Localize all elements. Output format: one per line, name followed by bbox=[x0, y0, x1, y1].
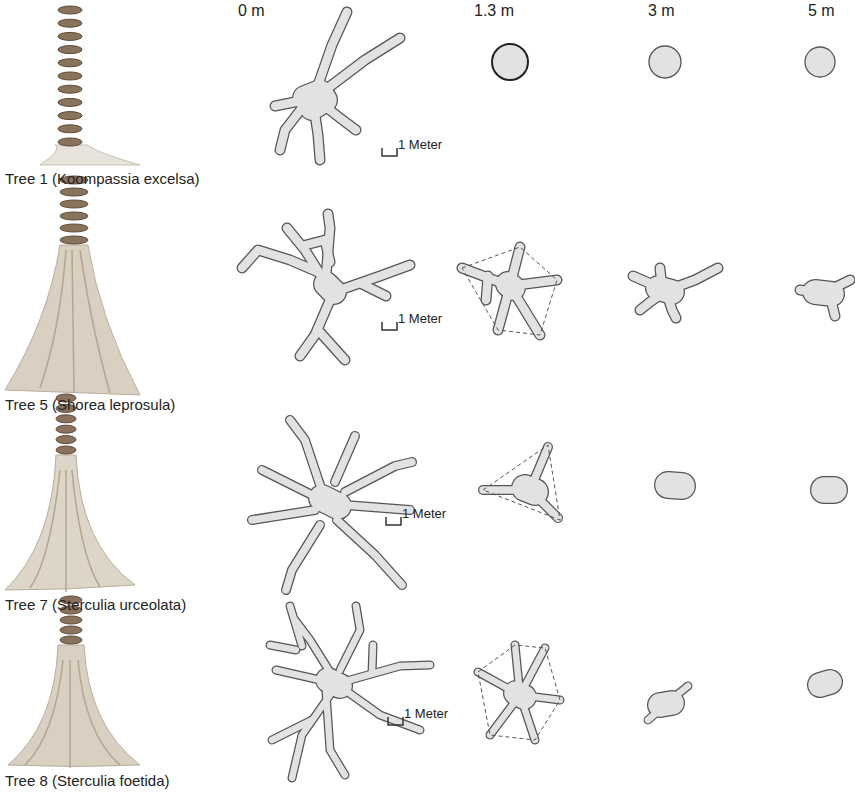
trunk-disc bbox=[60, 636, 82, 644]
tree-label: Tree 8 (Sterculia foetida) bbox=[5, 772, 170, 789]
trunk-disc bbox=[60, 224, 88, 232]
scale-bar bbox=[382, 148, 403, 725]
tree-illustration bbox=[5, 6, 140, 768]
cross-section bbox=[242, 12, 850, 778]
scale-label: 1 Meter bbox=[398, 312, 442, 327]
scale-label: 1 Meter bbox=[398, 138, 442, 153]
trunk-disc bbox=[58, 98, 82, 106]
hull-outline bbox=[462, 247, 560, 740]
tree-label: Tree 5 (Shorea leprosula) bbox=[5, 396, 175, 413]
trunk-disc bbox=[58, 59, 82, 67]
tree-label: Tree 1 (Koompassia excelsa) bbox=[5, 170, 200, 187]
height-label: 0 m bbox=[238, 2, 265, 20]
trunk-disc bbox=[58, 112, 82, 120]
height-label: 3 m bbox=[648, 2, 675, 20]
height-label: 1.3 m bbox=[474, 2, 514, 20]
trunk-disc bbox=[58, 72, 82, 80]
trunk-disc bbox=[60, 200, 88, 208]
trunk-disc bbox=[58, 125, 82, 133]
scale-label: 1 Meter bbox=[404, 707, 448, 722]
trunk-disc bbox=[60, 188, 88, 196]
height-label: 5 m bbox=[808, 2, 835, 20]
trunk-disc bbox=[60, 212, 88, 220]
trunk-disc bbox=[58, 19, 82, 27]
trunk-disc bbox=[56, 425, 76, 433]
trunk-disc bbox=[56, 415, 76, 423]
trunk-disc bbox=[60, 626, 82, 634]
trunk-disc bbox=[56, 446, 76, 454]
trunk-disc bbox=[60, 616, 82, 624]
trunk-disc bbox=[58, 32, 82, 40]
trunk-disc bbox=[58, 46, 82, 54]
trunk-disc bbox=[56, 436, 76, 444]
trunk-disc bbox=[58, 6, 82, 14]
trunk-disc bbox=[60, 236, 88, 244]
trunk-disc bbox=[58, 85, 82, 93]
tree-label: Tree 7 (Sterculia urceolata) bbox=[5, 596, 186, 613]
trunk-disc bbox=[58, 138, 82, 146]
scale-label: 1 Meter bbox=[402, 507, 446, 522]
